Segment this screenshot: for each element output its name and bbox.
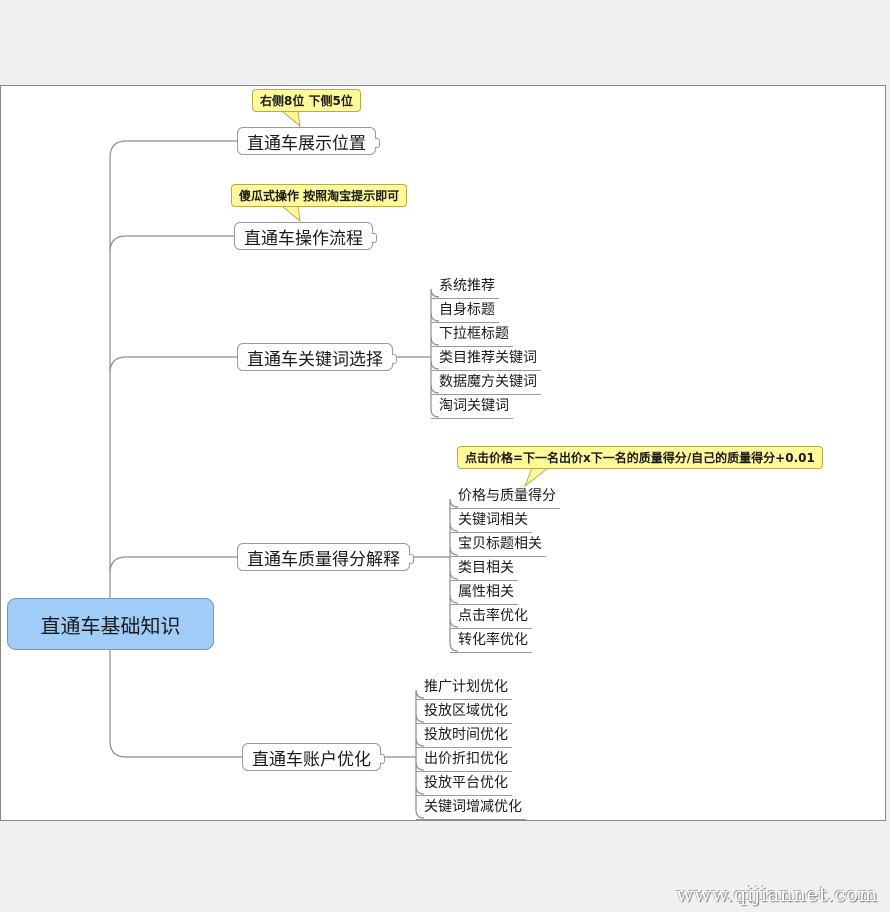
- subtopic-item[interactable]: 价格与质量得分: [450, 487, 560, 509]
- subtopic-item[interactable]: 点击率优化: [450, 607, 532, 629]
- subtopic-curve: [449, 522, 459, 532]
- branch-topic[interactable]: 直通车账户优化: [242, 743, 385, 771]
- subtopic-item[interactable]: 关键词增减优化: [416, 798, 526, 820]
- callout-note[interactable]: 点击价格=下一名出价x下一名的质量得分/自己的质量得分+0.01: [457, 446, 823, 469]
- branch-topic-label: 直通车操作流程: [244, 228, 363, 249]
- subtopic-curve: [449, 546, 459, 556]
- callout-pointer: [523, 467, 550, 488]
- subtopic-curve: [449, 594, 459, 604]
- subtopic-curve: [415, 737, 425, 747]
- root-topic[interactable]: 直通车基础知识: [7, 598, 214, 650]
- branch-connector: [109, 235, 234, 253]
- subtopic-item[interactable]: 推广计划优化: [416, 678, 512, 700]
- branch-topic-label: 直通车关键词选择: [247, 349, 383, 370]
- subtopic-item[interactable]: 转化率优化: [450, 631, 532, 653]
- callout-text: 点击价格=下一名出价x下一名的质量得分/自己的质量得分+0.01: [465, 451, 815, 465]
- branch-connector: [109, 556, 237, 574]
- subtopic-curve: [430, 408, 440, 418]
- subtopic-item[interactable]: 属性相关: [450, 583, 518, 605]
- subtopic-curve: [415, 785, 425, 795]
- subtopic-curve: [415, 689, 425, 699]
- watermark: www.qijiannet.com: [676, 882, 878, 906]
- callout-text: 右侧8位 下侧5位: [260, 94, 353, 108]
- callout-text: 傻瓜式操作 按照淘宝提示即可: [239, 189, 400, 203]
- subtopic-item[interactable]: 淘词关键词: [431, 397, 513, 419]
- subtopic-item[interactable]: 投放区域优化: [416, 702, 512, 724]
- branch-topic[interactable]: 直通车关键词选择: [237, 343, 397, 371]
- branch-connector: [109, 356, 237, 374]
- branch-topic[interactable]: 直通车操作流程: [234, 222, 377, 250]
- subtopic-item[interactable]: 关键词相关: [450, 511, 532, 533]
- subtopic-item[interactable]: 出价折扣优化: [416, 750, 512, 772]
- subtopic-item[interactable]: 投放时间优化: [416, 726, 512, 748]
- subtopic-curve: [415, 713, 425, 723]
- subtopic-item[interactable]: 投放平台优化: [416, 774, 512, 796]
- callout-pointer: [280, 110, 301, 128]
- subtopic-item[interactable]: 类目相关: [450, 559, 518, 581]
- branch-topic-label: 直通车质量得分解释: [247, 549, 400, 570]
- subtopic-item[interactable]: 类目推荐关键词: [431, 349, 541, 371]
- subtopic-curve: [415, 809, 425, 819]
- subtopic-item[interactable]: 自身标题: [431, 301, 499, 323]
- subtopic-curve: [449, 570, 459, 580]
- subtopic-item[interactable]: 下拉框标题: [431, 325, 513, 347]
- callout-pointer: [280, 205, 301, 223]
- subtopic-item[interactable]: 系统推荐: [431, 277, 499, 299]
- subtopic-curve: [430, 288, 440, 298]
- branch-topic[interactable]: 直通车质量得分解释: [237, 543, 414, 571]
- subtopic-item[interactable]: 宝贝标题相关: [450, 535, 546, 557]
- subtopic-curve: [449, 618, 459, 628]
- callout-note[interactable]: 傻瓜式操作 按照淘宝提示即可: [231, 184, 408, 207]
- subtopic-curve: [449, 498, 459, 508]
- root-topic-label: 直通车基础知识: [40, 613, 181, 638]
- subtopic-item[interactable]: 数据魔方关键词: [431, 373, 541, 395]
- branch-connector: [109, 140, 237, 159]
- subtopic-curve: [430, 384, 440, 394]
- subtopic-curve: [430, 336, 440, 346]
- subtopic-curve: [449, 642, 459, 652]
- callout-note[interactable]: 右侧8位 下侧5位: [252, 89, 361, 112]
- subtopic-curve: [415, 761, 425, 771]
- branch-topic-label: 直通车账户优化: [252, 749, 371, 770]
- branch-connector: [109, 740, 242, 758]
- subtopic-curve: [430, 312, 440, 322]
- subtopic-curve: [430, 360, 440, 370]
- branch-topic-label: 直通车展示位置: [247, 133, 366, 154]
- branch-topic[interactable]: 直通车展示位置: [237, 127, 380, 155]
